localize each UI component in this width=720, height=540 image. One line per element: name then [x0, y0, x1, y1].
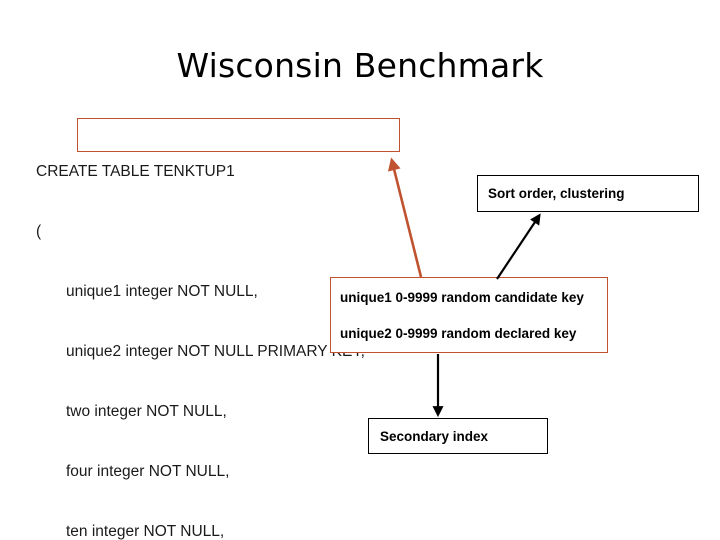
arrow-keys-to-code: [387, 157, 423, 278]
sql-line-open-paren: (: [36, 223, 42, 240]
sql-line-create-table: CREATE TABLE TENKTUP1: [36, 163, 235, 180]
sql-line-two: two integer NOT NULL,: [66, 403, 227, 420]
code-highlight-rectangle: [77, 118, 400, 152]
sql-line-ten: ten integer NOT NULL,: [66, 523, 225, 540]
sql-line-unique1: unique1 integer NOT NULL,: [66, 283, 258, 300]
callout-keys-unique2-label: unique2 0-9999 random declared key: [340, 325, 577, 341]
arrow-keys-to-sort-order: [496, 213, 541, 280]
callout-keys-unique1-label: unique1 0-9999 random candidate key: [340, 289, 584, 305]
sql-line-four: four integer NOT NULL,: [66, 463, 230, 480]
callout-keys: unique1 0-9999 random candidate key uniq…: [330, 277, 608, 353]
page-title: Wisconsin Benchmark: [176, 46, 544, 85]
sql-line-unique2: unique2 integer NOT NULL PRIMARY KEY,: [66, 343, 365, 360]
sql-code-block: CREATE TABLE TENKTUP1 ( unique1 integer …: [36, 122, 376, 540]
callout-sort-order-label: Sort order, clustering: [488, 186, 625, 201]
callout-secondary-index-label: Secondary index: [380, 428, 489, 444]
callout-sort-order: Sort order, clustering: [477, 175, 699, 212]
callout-secondary-index: Secondary index: [368, 418, 548, 454]
